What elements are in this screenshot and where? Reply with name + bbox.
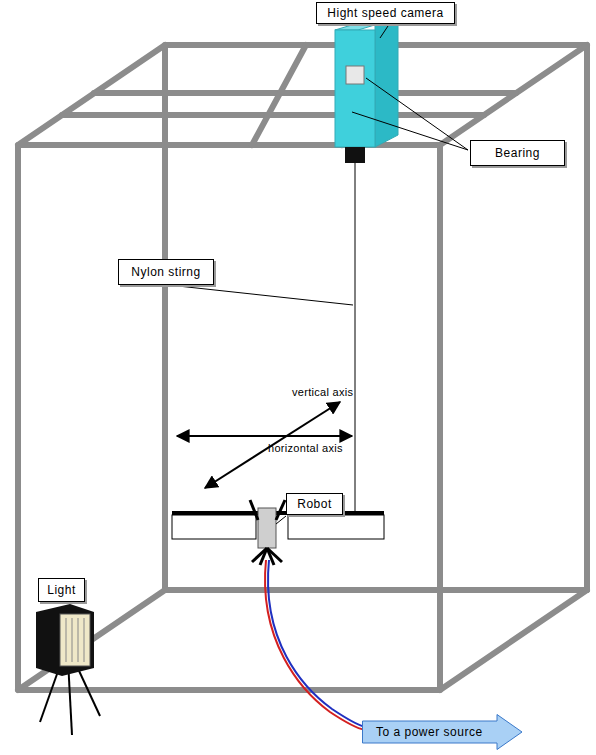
nylon-string xyxy=(355,163,356,512)
arrow-outline xyxy=(363,715,523,750)
callout-text: Hight speed camera xyxy=(327,6,444,20)
callout-box: Light xyxy=(38,578,85,602)
callout-text: Bearing xyxy=(495,146,540,160)
callout-text: Nylon stirng xyxy=(131,265,201,279)
callout-box: Nylon stirng xyxy=(118,259,214,285)
light xyxy=(36,604,100,735)
axis-label: horizontal axis xyxy=(268,442,343,454)
leader-line xyxy=(178,26,468,524)
callout-box: Bearing xyxy=(470,140,565,166)
frame xyxy=(18,45,587,690)
callout-text: Light xyxy=(47,583,76,597)
power-cable xyxy=(268,560,365,727)
bearing xyxy=(346,66,364,84)
camera-lens xyxy=(345,147,365,163)
callout-box: Hight speed camera xyxy=(316,2,455,24)
power-cable xyxy=(265,560,365,730)
horizontal-axis-arrow xyxy=(177,435,352,437)
high-speed-camera xyxy=(335,18,398,163)
callout-text: To a power source xyxy=(376,725,523,739)
axis-label: vertical axis xyxy=(292,386,353,398)
callout-box: Robot xyxy=(286,493,343,515)
arrow-shape: To a power source xyxy=(362,714,523,750)
callout-text: Robot xyxy=(297,497,332,511)
robot xyxy=(172,500,384,565)
